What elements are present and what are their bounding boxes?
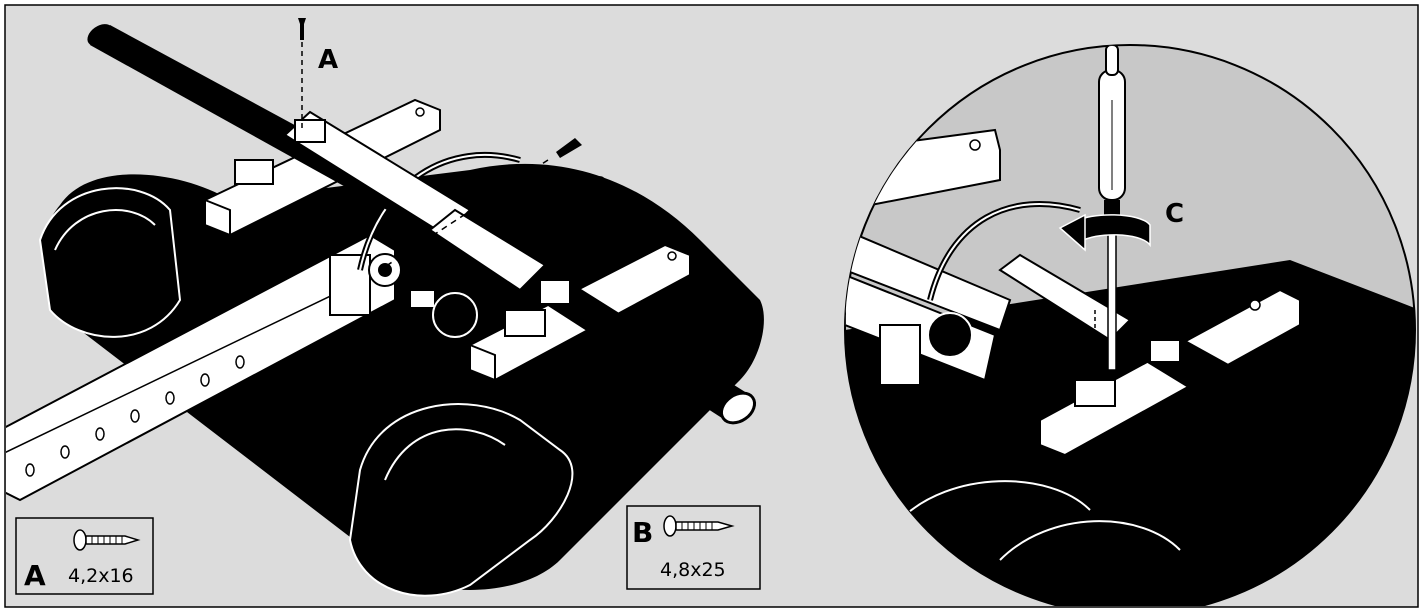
callout-c: C xyxy=(1165,199,1184,229)
legend-screw-a: A 4,2x16 xyxy=(15,517,154,595)
legend-a-letter: A xyxy=(24,559,46,592)
legend-b-size: 4,8x25 xyxy=(660,559,726,581)
top-tube xyxy=(87,24,472,245)
detail-view: C xyxy=(844,44,1416,606)
tube-clamp-b xyxy=(504,279,571,337)
screw-b-icon xyxy=(379,138,582,271)
callout-b: B xyxy=(588,172,608,202)
screw-b-legend-icon xyxy=(663,515,735,537)
rail-holes xyxy=(25,355,245,477)
adjustment-knob xyxy=(409,289,478,338)
legend-b-letter: B xyxy=(632,516,653,549)
screw-a-legend-icon xyxy=(73,529,141,551)
front-tube xyxy=(428,208,757,425)
main-assembly-view xyxy=(6,18,764,597)
screw-a-icon xyxy=(298,18,306,128)
callout-a: A xyxy=(318,45,338,75)
legend-a-size: 4,2x16 xyxy=(68,565,134,587)
base-cushion xyxy=(38,163,764,597)
tube-clamp-a xyxy=(234,119,326,185)
rotation-arrow-icon xyxy=(1058,213,1151,252)
legend-screw-b: B 4,8x25 xyxy=(626,505,761,590)
